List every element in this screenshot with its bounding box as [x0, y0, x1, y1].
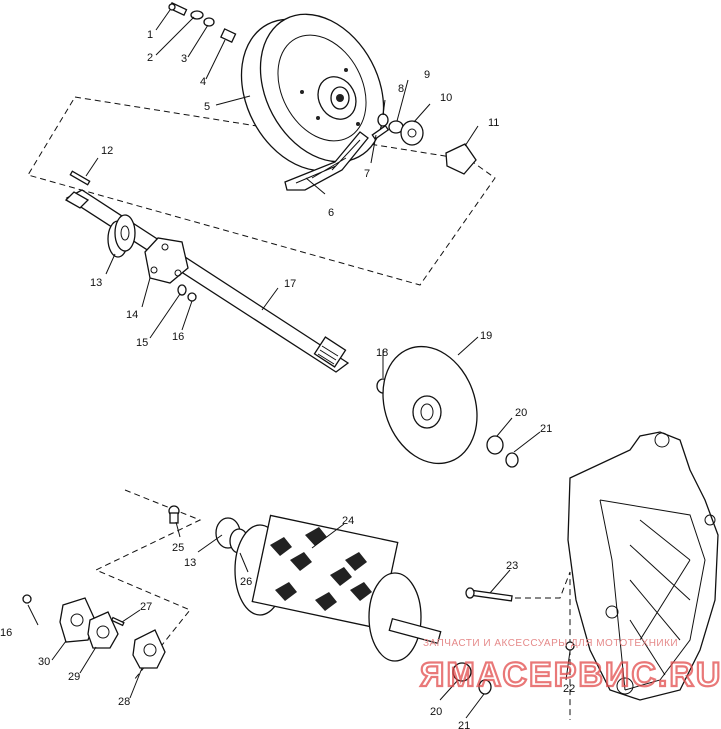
- callout-5: 5: [204, 101, 210, 113]
- bolt-part-23: [465, 587, 513, 602]
- callout-13-lower: 13: [184, 557, 196, 569]
- bolt-part-1: [168, 2, 188, 16]
- callout-23: 23: [506, 560, 518, 572]
- washer-part-15: [177, 284, 187, 296]
- watermark-brand: ЯМАСЕРВИС.RU: [420, 656, 721, 694]
- callout-3: 3: [181, 53, 187, 65]
- callout-24: 24: [342, 515, 354, 527]
- callout-11: 11: [488, 117, 499, 129]
- o-ring-part-21-upper: [505, 452, 519, 468]
- callout-28: 28: [118, 696, 130, 708]
- callout-21-lower: 21: [458, 720, 470, 729]
- drive-pulley-group: [27, 2, 496, 286]
- chaincase-housing-part-22: [567, 431, 719, 701]
- bearing-housing-group: [22, 594, 166, 669]
- callout-16-lower: 16: [0, 627, 12, 639]
- callout-30: 30: [38, 656, 50, 668]
- nut-part-16: [187, 292, 197, 302]
- callout-18: 18: [376, 347, 388, 359]
- callout-17: 17: [284, 278, 296, 290]
- callout-14: 14: [126, 309, 138, 321]
- pulley-part-5: [240, 13, 385, 172]
- callout-labels: 1 2 3 4 5 6 7 8 9 10 11 12 13 14 15 16 1…: [0, 29, 575, 729]
- leader-lines: [27, 9, 571, 719]
- callout-22: 22: [563, 683, 575, 695]
- watermark-tagline: ЗАПЧАСТИ И АКСЕССУАРЫ ДЛЯ МОТОТЕХНИКИ: [423, 638, 678, 649]
- gasket-part-29: [87, 611, 119, 649]
- track-segment-part-6: [284, 131, 369, 191]
- bearing-part-20-upper: [486, 435, 504, 455]
- callout-29: 29: [68, 671, 80, 683]
- callout-20-lower: 20: [430, 706, 442, 718]
- brake-disc-part-19: [382, 345, 478, 465]
- bolt-part-25: [168, 505, 180, 524]
- spacer-part-4: [220, 28, 237, 44]
- brake-disc-group: [376, 345, 519, 468]
- jackshaft-group: [94, 489, 575, 720]
- washer-part-8: [377, 113, 389, 127]
- callout-8: 8: [398, 83, 404, 95]
- callout-1: 1: [147, 29, 153, 41]
- flange-part-30: [59, 597, 96, 643]
- callout-6: 6: [328, 207, 334, 219]
- nut-part-22-small: [565, 641, 575, 651]
- callout-25: 25: [172, 542, 184, 554]
- o-ring-part-21-lower: [478, 679, 492, 695]
- callout-16: 16: [172, 331, 184, 343]
- callout-26: 26: [240, 576, 252, 588]
- callout-10: 10: [440, 92, 452, 104]
- bearing-part-20-lower: [452, 662, 472, 682]
- callout-12: 12: [101, 145, 113, 157]
- bearing-part-13: [107, 214, 136, 258]
- callout-15: 15: [136, 337, 148, 349]
- callout-27: 27: [140, 601, 152, 613]
- pin-part-12: [69, 170, 91, 186]
- bearing-plate-part-11: [445, 143, 477, 175]
- washer-part-3: [203, 17, 215, 27]
- cap-part-10: [400, 120, 424, 146]
- shaft-group: [64, 170, 350, 373]
- callout-7: 7: [364, 168, 370, 180]
- flange-part-14: [144, 237, 189, 284]
- callout-20: 20: [515, 407, 527, 419]
- callout-21: 21: [540, 423, 552, 435]
- callout-2: 2: [147, 52, 153, 64]
- callout-4: 4: [200, 76, 206, 88]
- pin-part-27: [110, 616, 125, 627]
- shaft-part-17: [64, 189, 350, 373]
- nut-part-16-lower: [22, 594, 32, 604]
- watermark: ЗАПЧАСТИ И АКСЕССУАРЫ ДЛЯ МОТОТЕХНИКИ ЯМ…: [419, 638, 721, 695]
- drive-sprocket-shaft-part-24: [234, 514, 442, 662]
- housing-part-28: [132, 629, 166, 669]
- callout-13: 13: [90, 277, 102, 289]
- callout-19: 19: [480, 330, 492, 342]
- callout-9: 9: [424, 69, 430, 81]
